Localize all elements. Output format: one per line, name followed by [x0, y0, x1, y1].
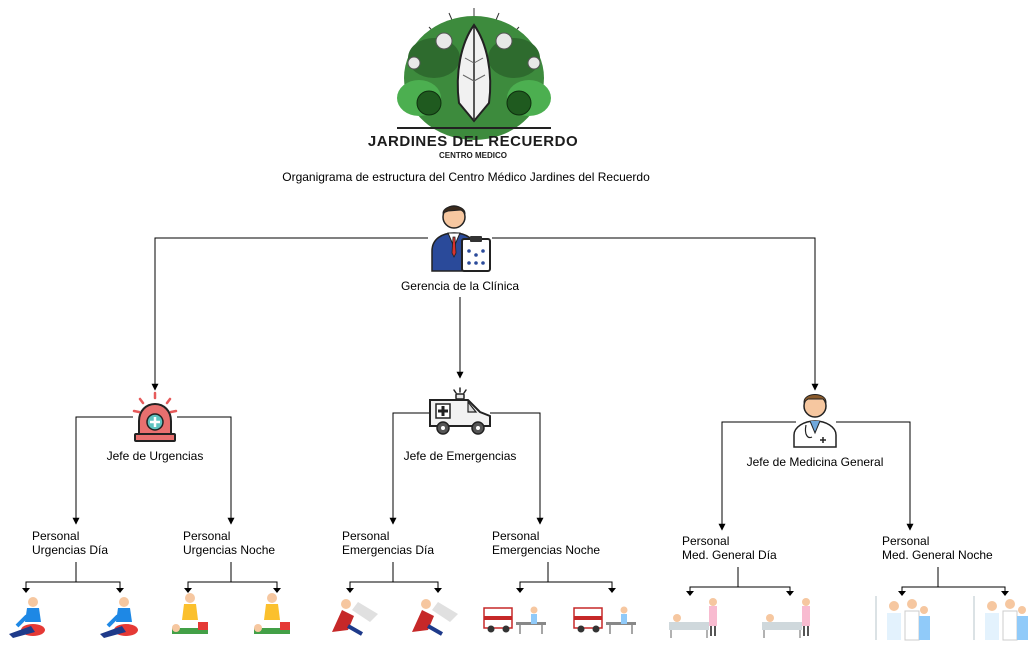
connector-urg-noche	[177, 416, 235, 525]
bracket-med-noche	[901, 567, 1006, 595]
logo	[397, 8, 551, 140]
medical-team-icon	[973, 596, 1028, 641]
medical-team-icon	[875, 596, 930, 641]
manager-with-clipboard-icon	[431, 205, 491, 272]
cpr-first-aid-icon	[254, 593, 290, 634]
doctor-icon	[793, 394, 837, 448]
injured-person-icon	[412, 599, 458, 636]
med-dia-line2: Med. General Día	[682, 548, 777, 562]
ambulance-icon	[429, 387, 491, 435]
patient-bed-icon	[669, 598, 717, 638]
node-jefe-emergencias: Jefe de Emergencias	[403, 449, 517, 463]
emg-dia-line2: Emergencias Día	[342, 543, 435, 557]
connector-urg-dia	[72, 416, 133, 525]
cpr-first-aid-icon	[9, 597, 45, 638]
ambulance-stretcher-icon	[573, 606, 636, 634]
injured-person-icon	[332, 599, 378, 636]
emg-dia-line1: Personal	[342, 529, 390, 543]
urg-noche-line2: Urgencias Noche	[183, 543, 276, 557]
node-jefe-medicina: Jefe de Medicina General	[746, 455, 884, 469]
bracket-urg-noche	[187, 562, 278, 592]
node-gerencia: Gerencia de la Clínica	[400, 279, 520, 293]
ambulance-stretcher-icon	[483, 606, 546, 634]
chart-title: Organigrama de estructura del Centro Méd…	[282, 170, 650, 184]
emg-noche-line1: Personal	[492, 529, 540, 543]
connector-emg-dia	[389, 412, 430, 525]
bracket-emg-dia	[349, 562, 439, 592]
connector-med-noche	[836, 421, 914, 531]
connector-med-dia	[718, 421, 796, 531]
bracket-emg-noche	[519, 562, 613, 592]
med-dia-line1: Personal	[682, 534, 730, 548]
logo-name: JARDINES DEL RECUERDO	[367, 133, 579, 150]
cpr-first-aid-icon	[100, 597, 138, 638]
urg-noche-line1: Personal	[183, 529, 231, 543]
logo-subtitle: CENTRO MEDICO	[439, 151, 507, 160]
connector-emg-noche	[490, 412, 544, 525]
connector-to-medicina	[492, 237, 819, 391]
med-noche-line2: Med. General Noche	[882, 548, 993, 562]
patient-bed-icon	[762, 598, 810, 638]
node-jefe-urgencias: Jefe de Urgencias	[106, 449, 204, 463]
urg-dia-line1: Personal	[32, 529, 80, 543]
bracket-urg-dia	[25, 562, 121, 592]
cpr-first-aid-icon	[172, 593, 208, 634]
emergency-siren-icon	[132, 391, 178, 442]
bracket-med-dia	[689, 567, 791, 595]
emg-noche-line2: Emergencias Noche	[492, 543, 601, 557]
med-noche-line1: Personal	[882, 534, 930, 548]
connector-to-urgencias	[151, 237, 428, 391]
urg-dia-line2: Urgencias Día	[32, 543, 109, 557]
